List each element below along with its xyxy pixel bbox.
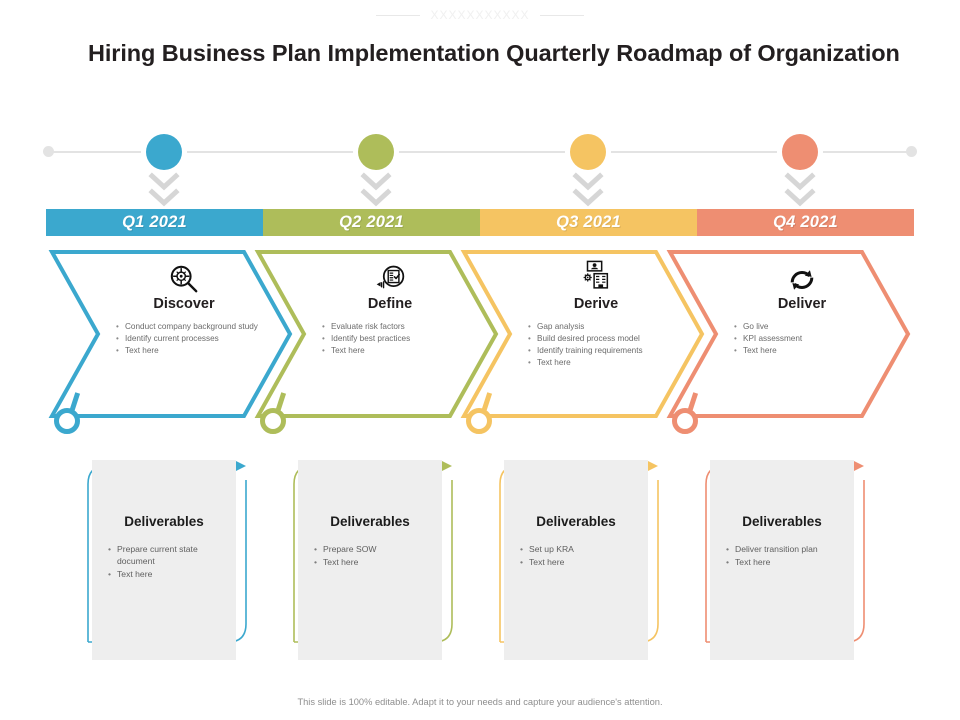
quarter-bar-3[interactable]: Q3 2021	[480, 209, 697, 236]
deliverable-bullet: Deliver transition plan	[726, 543, 846, 555]
deliverable-bullet-list-4: Deliver transition planText here	[710, 543, 854, 568]
quarter-bar-2[interactable]: Q2 2021	[263, 209, 480, 236]
deliverable-bullet: Prepare SOW	[314, 543, 434, 555]
deliverable-bullet: Text here	[520, 556, 640, 568]
deliverable-card-content-3: DeliverablesSet up KRAText here	[504, 460, 648, 569]
stage-bullet: Identify best practices	[322, 333, 470, 345]
stage-1-content: DiscoverConduct company background study…	[104, 252, 264, 357]
deliverable-title-1: Deliverables	[124, 514, 204, 529]
decorative-line-right	[539, 14, 584, 16]
stage-bullet-list-3: Gap analysisBuild desired process modelI…	[516, 321, 676, 369]
deliverable-bullet: Set up KRA	[520, 543, 640, 555]
quarter-label-2: Q2 2021	[339, 213, 404, 231]
stage-3-content: DeriveGap analysisBuild desired process …	[516, 252, 676, 369]
ring-connector-4	[672, 408, 698, 434]
ring-stem-2	[275, 392, 287, 413]
ring-connector-2	[260, 408, 286, 434]
stage-title-4: Deliver	[777, 296, 827, 312]
quarter-label-1: Q1 2021	[122, 213, 187, 231]
stage-bullet: Text here	[322, 345, 470, 357]
stage-bullet: Text here	[734, 345, 882, 357]
deliverable-title-3: Deliverables	[536, 514, 616, 529]
quarter-bar-4[interactable]: Q4 2021	[697, 209, 914, 236]
footer-note: This slide is 100% editable. Adapt it to…	[297, 697, 663, 707]
timeline-node-1	[146, 134, 182, 170]
deliverable-bullet-list-1: Prepare current state documentText here	[92, 543, 236, 580]
process-gear-icon	[516, 252, 676, 294]
deliverable-arrow-4	[854, 461, 864, 471]
ring-stem-3	[481, 392, 493, 413]
ring-stem-4	[687, 392, 699, 413]
down-chevron-icon-4	[783, 172, 817, 210]
stage-bullet-list-4: Go liveKPI assessmentText here	[722, 321, 882, 357]
deliverable-bullet: Text here	[726, 556, 846, 568]
stage-bullet: Evaluate risk factors	[322, 321, 470, 333]
stage-2-content: DefineEvaluate risk factorsIdentify best…	[310, 252, 470, 357]
stage-bullet-list-2: Evaluate risk factorsIdentify best pract…	[310, 321, 470, 357]
timeline-node-2	[358, 134, 394, 170]
quarter-bar-1[interactable]: Q1 2021	[46, 209, 263, 236]
ring-stem-1	[69, 392, 81, 413]
deliverable-title-4: Deliverables	[742, 514, 822, 529]
stage-4-content: Deliver Go liveKPI assessmentText here	[722, 252, 882, 357]
ring-connector-1	[54, 408, 80, 434]
stage-bullet: Text here	[116, 345, 264, 357]
stage-bullet: KPI assessment	[734, 333, 882, 345]
stage-title-1: Discover	[153, 296, 215, 312]
deliverable-card-content-1: DeliverablesPrepare current state docume…	[92, 460, 236, 581]
deliverable-arrow-1	[236, 461, 246, 471]
sync-refresh-icon	[722, 252, 882, 294]
deliverable-bullet: Text here	[314, 556, 434, 568]
magnifier-compass-icon	[104, 252, 264, 294]
decorative-top-mark: XXXXXXXXXXX	[0, 8, 960, 22]
decorative-line-left	[376, 14, 421, 16]
deliverable-bullet: Text here	[108, 568, 228, 580]
stage-bullet: Text here	[528, 357, 676, 369]
deliverable-bullet-list-3: Set up KRAText here	[504, 543, 648, 568]
deliverable-title-2: Deliverables	[330, 514, 410, 529]
down-chevron-icon-2	[359, 172, 393, 210]
timeline-end-dot-left	[43, 146, 54, 157]
stage-bullet: Gap analysis	[528, 321, 676, 333]
deliverable-arrow-3	[648, 461, 658, 471]
down-chevron-icon-3	[571, 172, 605, 210]
timeline-node-4	[782, 134, 818, 170]
timeline-rail	[46, 151, 914, 153]
stage-bullet: Go live	[734, 321, 882, 333]
decorative-x-marker: XXXXXXXXXXX	[430, 8, 530, 22]
deliverable-bullet: Prepare current state document	[108, 543, 228, 567]
stage-bullet: Build desired process model	[528, 333, 676, 345]
deliverable-card-content-2: DeliverablesPrepare SOWText here	[298, 460, 442, 569]
deliverable-card-content-4: DeliverablesDeliver transition planText …	[710, 460, 854, 569]
timeline-end-dot-right	[906, 146, 917, 157]
ring-connector-3	[466, 408, 492, 434]
down-chevron-icon-1	[147, 172, 181, 210]
stage-bullet: Identify training requirements	[528, 345, 676, 357]
checklist-clipboard-icon	[310, 252, 470, 294]
deliverable-bullet-list-2: Prepare SOWText here	[298, 543, 442, 568]
deliverable-arrow-2	[442, 461, 452, 471]
stage-bullet: Conduct company background study	[116, 321, 264, 333]
stage-bullet: Identify current processes	[116, 333, 264, 345]
timeline-node-3	[570, 134, 606, 170]
quarter-label-4: Q4 2021	[773, 213, 838, 231]
page-title: Hiring Business Plan Implementation Quar…	[88, 40, 900, 66]
quarter-label-3: Q3 2021	[556, 213, 621, 231]
stage-title-3: Derive	[573, 296, 619, 312]
stage-bullet-list-1: Conduct company background studyIdentify…	[104, 321, 264, 357]
stage-title-2: Define	[367, 296, 413, 312]
